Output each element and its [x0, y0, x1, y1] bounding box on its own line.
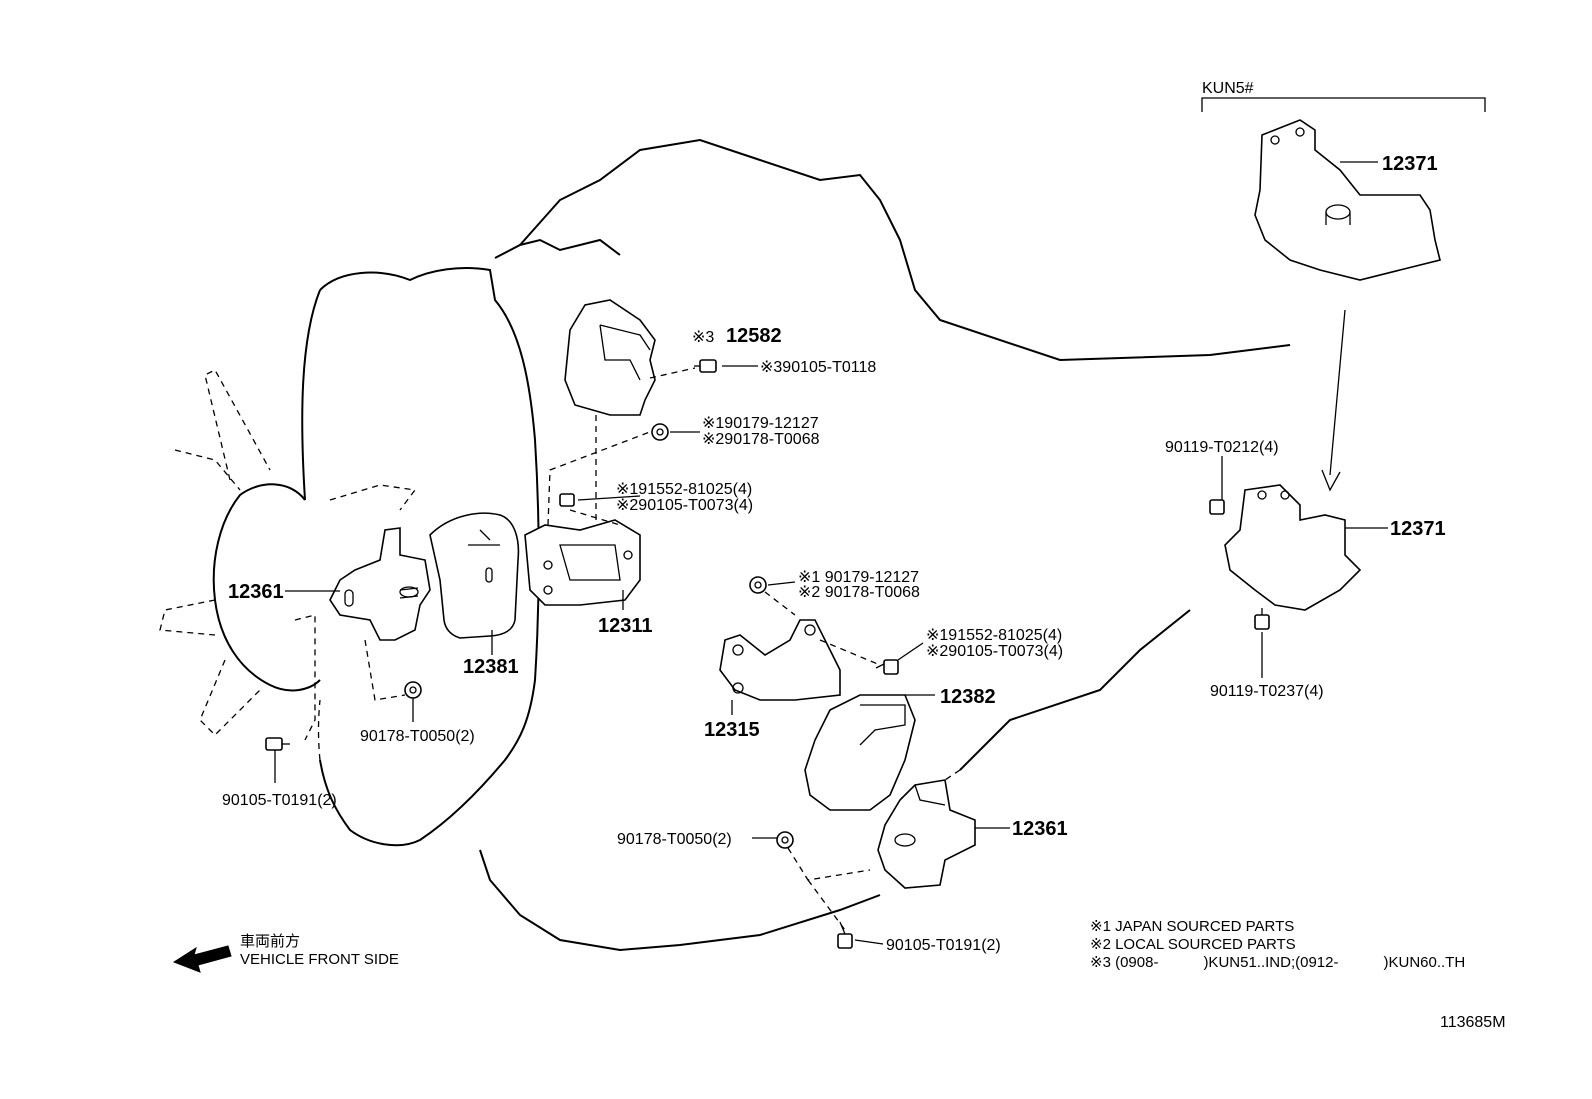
nut-icon: [776, 831, 794, 849]
label-90178-T0068-b[interactable]: ※2 90178-T0068: [798, 584, 920, 601]
cooling-fan: [159, 369, 417, 736]
direction-arrow-down: [1321, 309, 1346, 492]
label-90119-T0237[interactable]: 90119-T0237(4): [1210, 683, 1324, 700]
leader-12311-bolt: [569, 509, 621, 526]
leader-12582-bolt: [649, 367, 696, 379]
nut-icon: [749, 576, 767, 594]
bolt-icon: [1254, 608, 1270, 630]
part-12315-bracket[interactable]: [719, 619, 841, 701]
bolt-icon: [694, 359, 717, 373]
direction-label-en: VEHICLE FRONT SIDE: [240, 951, 399, 968]
bolt-icon: [875, 659, 899, 675]
part-12361-right-bracket[interactable]: [877, 779, 976, 889]
label-90179-12127-b[interactable]: ※1 90179-12127: [798, 569, 919, 586]
bolt-icon: [265, 737, 290, 751]
part-12382-insulator[interactable]: [804, 694, 916, 811]
label-12361-left[interactable]: 12361: [228, 581, 284, 603]
part-12311-bracket[interactable]: [524, 519, 641, 606]
label-90105-T0073-a[interactable]: ※290105-T0073(4): [616, 497, 753, 514]
leader-right-mount: [787, 847, 871, 881]
label-12315[interactable]: 12315: [704, 719, 760, 741]
leader-left-mount-nut: [364, 639, 406, 701]
label-90178-T0050-left[interactable]: 90178-T0050(2): [360, 728, 475, 745]
label-90105-T0191-right[interactable]: 90105-T0191(2): [886, 937, 1001, 954]
label-12311[interactable]: 12311: [598, 615, 653, 637]
drawing-number: 113685M: [1440, 1014, 1506, 1031]
label-90105-T0118[interactable]: ※390105-T0118: [760, 359, 876, 376]
fasteners: [265, 359, 1270, 949]
nut-icon: [404, 681, 422, 699]
part-12371-mount[interactable]: [1224, 484, 1362, 611]
label-12382[interactable]: 12382: [940, 686, 996, 708]
label-12371-top[interactable]: 12371: [1382, 153, 1438, 175]
label-12361-right[interactable]: 12361: [1012, 818, 1068, 840]
label-91552-81025-a[interactable]: ※191552-81025(4): [616, 481, 752, 498]
leaders: [274, 161, 1388, 945]
label-90178-T0068-a[interactable]: ※290178-T0068: [702, 431, 820, 448]
note-3: ※3 (0908- )KUN51..IND;(0912- )KUN60..TH: [1090, 954, 1465, 971]
label-90179-12127-a[interactable]: ※190179-12127: [702, 415, 819, 432]
variant-bracket: [1201, 97, 1486, 112]
bolt-icon: [559, 493, 575, 507]
part-12371-top-mount[interactable]: [1254, 119, 1441, 281]
leader-12311-upper: [547, 429, 656, 526]
part-12381-insulator[interactable]: [429, 512, 520, 639]
note-1: ※1 JAPAN SOURCED PARTS: [1090, 918, 1294, 935]
label-12582[interactable]: 12582: [726, 325, 782, 347]
label-12582-mark: ※3: [692, 329, 714, 346]
label-91552-81025-b[interactable]: ※191552-81025(4): [926, 627, 1062, 644]
bolt-icon: [837, 921, 853, 949]
note-2: ※2 LOCAL SOURCED PARTS: [1090, 936, 1296, 953]
variant-label: KUN5#: [1202, 80, 1254, 97]
label-90178-T0050-right[interactable]: 90178-T0050(2): [617, 831, 732, 848]
leader-left-mount-bolt: [294, 614, 316, 741]
part-12582-bracket[interactable]: [564, 299, 656, 416]
label-90105-T0073-b[interactable]: ※290105-T0073(4): [926, 643, 1063, 660]
leader-right-bolt: [807, 879, 846, 931]
part-12361-left-bracket[interactable]: [329, 527, 431, 641]
label-12381[interactable]: 12381: [463, 656, 519, 678]
front-direction-arrow-icon: [172, 945, 232, 973]
direction-label-jp: 車両前方: [240, 933, 300, 950]
label-90105-T0191-left[interactable]: 90105-T0191(2): [222, 792, 337, 809]
engine-outline: [479, 138, 1291, 952]
label-12371[interactable]: 12371: [1390, 518, 1446, 540]
label-90119-T0212[interactable]: 90119-T0212(4): [1165, 439, 1279, 456]
engine-front-cover: [301, 267, 540, 847]
leader-12315-nut: [764, 591, 796, 616]
nut-icon: [651, 423, 669, 441]
bolt-icon: [1209, 499, 1225, 515]
